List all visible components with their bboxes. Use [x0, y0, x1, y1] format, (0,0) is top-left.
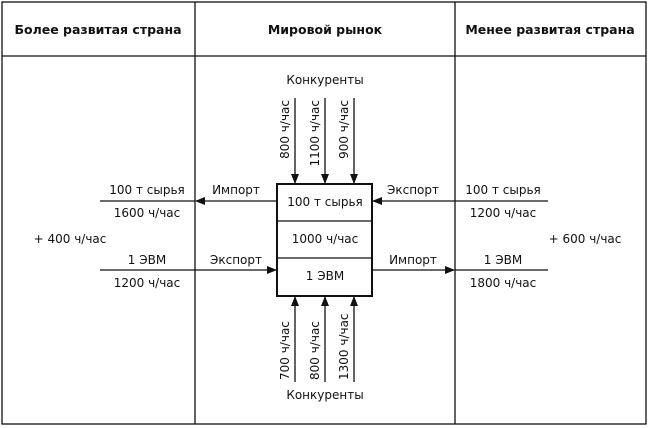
right-raw-label: 100 т сырья — [465, 183, 541, 197]
market-hours: 1000 ч/час — [292, 232, 359, 246]
header-world-market: Мировой рынок — [268, 22, 383, 37]
left-raw-label: 100 т сырья — [109, 183, 185, 197]
left-computer-cost: 1200 ч/час — [114, 276, 181, 290]
market-box — [276, 183, 373, 297]
competitor-bottom-value-2: 800 ч/час — [308, 321, 322, 380]
left-gain: + 400 ч/час — [34, 232, 107, 246]
competitors-bottom-label: Конкуренты — [286, 388, 363, 402]
right-export-label: Экспорт — [387, 183, 439, 197]
competitors-top-label: Конкуренты — [286, 73, 363, 87]
market-raw-material: 100 т сырья — [287, 195, 363, 209]
left-computer-label: 1 ЭВМ — [128, 253, 166, 267]
left-import-label: Импорт — [212, 183, 260, 197]
competitor-bottom-value-3: 1300 ч/час — [337, 313, 351, 380]
competitor-bottom-value-1: 700 ч/час — [278, 321, 292, 380]
competitor-top-value-3: 900 ч/час — [337, 100, 351, 159]
header-less-developed-country: Менее развитая страна — [465, 22, 634, 37]
right-computer-label: 1 ЭВМ — [484, 253, 522, 267]
right-raw-cost: 1200 ч/час — [470, 206, 537, 220]
market-computer: 1 ЭВМ — [306, 269, 344, 283]
right-gain: + 600 ч/час — [549, 232, 622, 246]
left-raw-cost: 1600 ч/час — [114, 206, 181, 220]
header-developed-country: Более развитая страна — [14, 22, 181, 37]
competitor-top-value-2: 1100 ч/час — [308, 100, 322, 167]
right-import-label: Импорт — [389, 253, 437, 267]
competitor-top-value-1: 800 ч/час — [278, 100, 292, 159]
right-computer-cost: 1800 ч/час — [470, 276, 537, 290]
left-export-label: Экспорт — [210, 253, 262, 267]
